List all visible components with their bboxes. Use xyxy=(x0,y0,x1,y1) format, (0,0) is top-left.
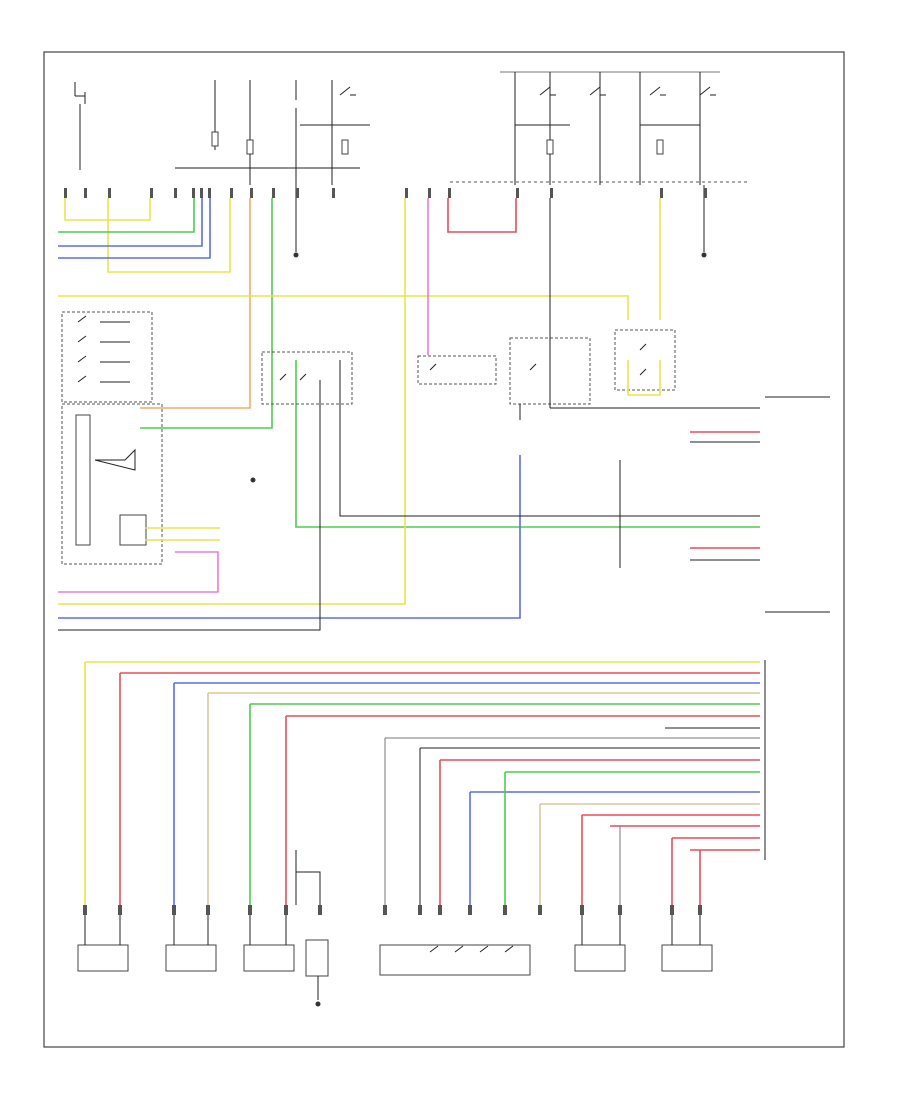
upper-harness xyxy=(58,198,760,631)
fuse-4 xyxy=(546,139,554,155)
middle-modules xyxy=(261,198,760,568)
relay-switch-3 xyxy=(589,86,606,96)
relay-switch-1 xyxy=(339,86,356,96)
lower-harness xyxy=(84,661,760,905)
combination-meter-box xyxy=(61,403,163,565)
combination-meter xyxy=(61,403,256,565)
meter-bulb-box xyxy=(119,514,147,546)
fuse-5 xyxy=(656,139,664,155)
meter-ic xyxy=(75,414,91,546)
light-switch-box xyxy=(305,939,329,977)
ground-2 xyxy=(701,252,707,258)
fuse-1 xyxy=(211,131,219,147)
fuse-2 xyxy=(246,139,254,155)
actuators xyxy=(77,915,713,1007)
ground-1 xyxy=(293,252,299,258)
left-switch-bank xyxy=(61,311,153,403)
door-lock-actuator-4 xyxy=(574,944,626,972)
diagram-frame xyxy=(43,51,845,1048)
lower-connector-row xyxy=(83,905,702,915)
relay-switch-4 xyxy=(649,86,666,96)
switch-assembly-box xyxy=(379,944,531,976)
right-module-upper xyxy=(690,396,830,613)
top-left-switch xyxy=(74,82,86,104)
top-power-section xyxy=(74,71,750,258)
relay-switch-2 xyxy=(539,86,556,96)
door-lock-actuator-3 xyxy=(243,944,295,972)
meter-gauge xyxy=(94,448,136,471)
relay-box-1 xyxy=(261,351,353,405)
switch-bank-box xyxy=(61,311,153,403)
relay-box-4 xyxy=(614,329,676,391)
door-lock-actuator-2 xyxy=(165,944,217,972)
fuse-3 xyxy=(341,139,349,155)
door-lock-actuator-1 xyxy=(77,944,129,972)
relay-switch-5 xyxy=(699,86,716,96)
door-lock-actuator-5 xyxy=(661,944,713,972)
relay-box-2 xyxy=(417,355,497,385)
top-connector-row xyxy=(64,188,707,198)
ground-3 xyxy=(315,1001,321,1007)
